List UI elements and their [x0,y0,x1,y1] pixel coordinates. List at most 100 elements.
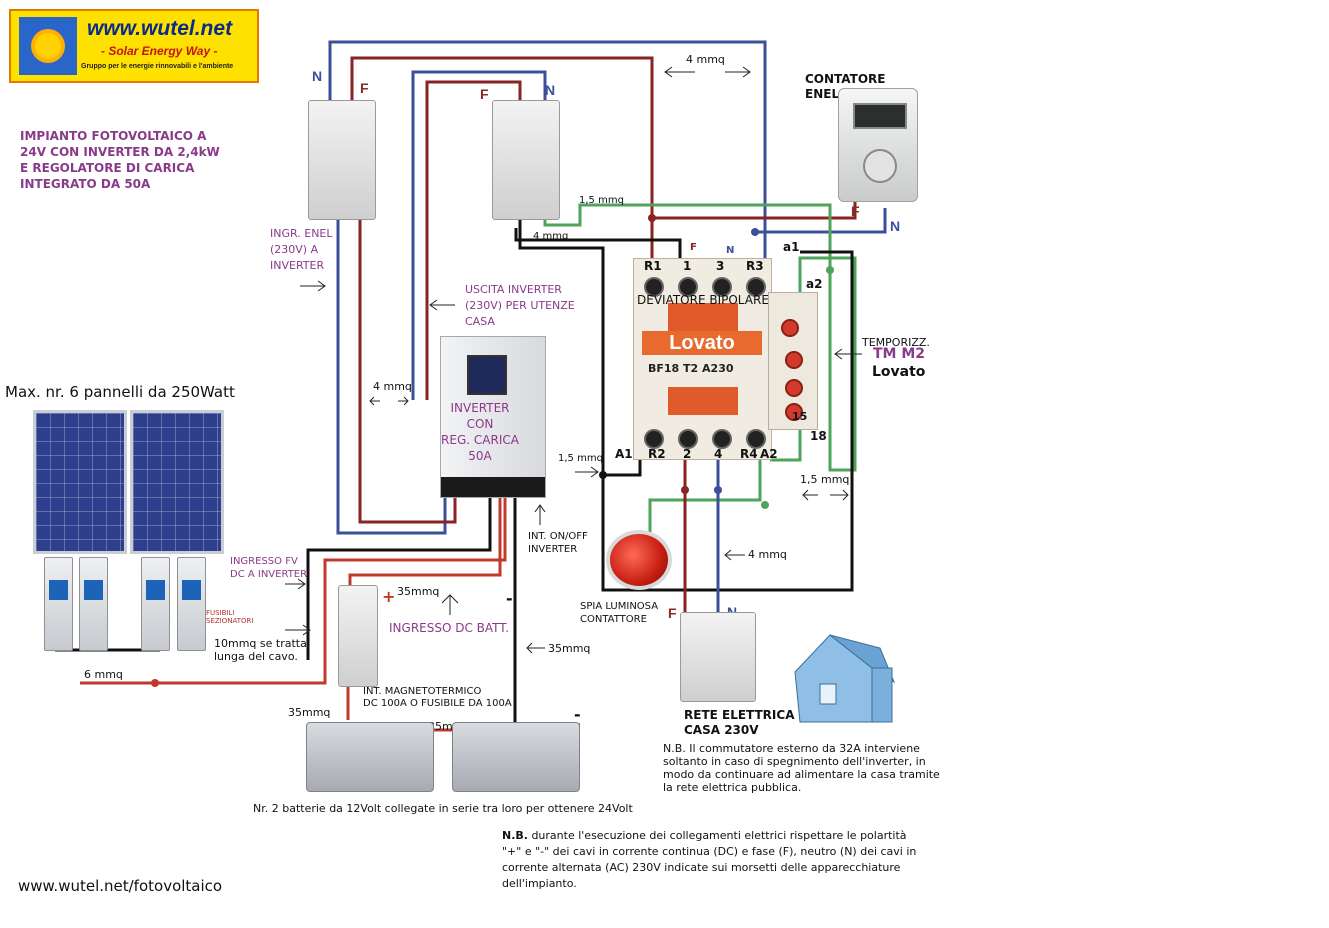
wire-phase-inv [425,80,522,400]
wire-phase-top [350,56,654,262]
int-onoff-label: INT. ON/OFF INVERTER [528,530,588,556]
fuse-holder [141,557,170,651]
deviatore-label: DEVIATORE BIPOLARE [637,293,769,307]
wire-size-label: 4 mmq [533,231,569,242]
timer-knob [781,319,799,337]
terminal-screw [678,277,698,297]
nb-line: la rete elettrica pubblica. [663,781,802,794]
breaker-inverter-out [492,100,560,220]
wire-neutral-enel [755,208,887,234]
arrow-right-icon [300,280,326,292]
wire-pv-red [80,495,507,685]
int-magneto-line: INT. MAGNETOTERMICO [363,686,482,697]
nb-head: N.B. [502,829,528,842]
house-icon [794,634,896,723]
mmq10-line: lunga del cavo. [214,650,298,663]
inverter-line: 50A [468,449,492,463]
breaker-enel [308,100,376,220]
pannelli-label: Max. nr. 6 pannelli da 250Watt [5,383,235,401]
terminal-a1-timer: a1 [783,240,800,254]
contactor-band [668,303,738,331]
fuse-body [182,580,201,600]
int-onoff-line: INVERTER [528,544,578,555]
temporizz-label: TEMPORIZZ. [862,336,930,349]
label-f: F [851,203,860,219]
ingresso-fv-label: INGRESSO FV DC A INVERTER [230,555,307,581]
inverter [440,336,546,498]
contatore-label: CONTATORE ENEL [805,72,885,102]
indicator-lamp [606,530,672,590]
ingr-enel-label: INGR. ENEL (230V) A INVERTER [270,226,333,274]
label-n: N [890,218,901,234]
contactor-model: BF18 T2 A230 [648,362,734,375]
arrow-right-icon [398,396,409,406]
arrow-right-icon [575,466,599,478]
wire-size-label: 1,5 mmq [800,473,850,486]
spia-line: CONTATTORE [580,614,647,625]
plus-sign: + [382,587,396,606]
terminal-2: 2 [683,447,692,461]
uscita-line: CASA [465,315,495,328]
wire-size-label: 6 mmq [84,668,123,681]
label-f-small: F [690,242,697,253]
fuse-body [146,580,165,600]
junction-dot [761,501,769,509]
terminal-screw [746,429,766,449]
terminal-screw [712,277,732,297]
mmq10-line: 10mmq se tratta [214,637,307,650]
house-breaker [680,612,756,702]
wire-size-label: 35mmq [288,706,331,719]
lovato-label: Lovato [872,364,926,380]
terminal-screw [644,277,664,297]
footer-url[interactable]: www.wutel.net/fotovoltaico [18,877,223,895]
nb-line: modo da continuare ad alimentare la casa… [663,768,940,781]
fuse-holder [44,557,73,651]
enel-meter [838,88,918,202]
terminal-3: 3 [716,259,725,273]
logo-tagline: - Solar Energy Way - [101,44,218,58]
inverter-label: INVERTER CON REG. CARICA 50A [440,400,520,464]
tm-m2-label: TM M2 [873,346,926,362]
junction-dot [826,266,834,274]
contatore-line: ENEL [805,87,840,101]
terminal-r3: R3 [746,259,764,273]
inverter-base [441,477,545,497]
nb-polarita: N.B. durante l'esecuzione dei collegamen… [502,828,916,892]
terminal-screw [678,429,698,449]
junction-dot [751,228,759,236]
terminal-1: 1 [683,259,692,273]
nb-line: N.B. Il commutatore esterno da 32A inter… [663,742,920,755]
wire-size-label: 35mmq [548,642,591,655]
arrow-left-icon [802,489,818,501]
label-n: N [545,82,556,98]
timer-relay [768,292,818,430]
contatore-line: CONTATORE [805,72,886,86]
fuse-holder [79,557,108,651]
lovato-badge: Lovato [642,331,762,355]
ingresso-fv-line: INGRESSO FV [230,556,298,567]
wire-size-label: 4 mmq [686,53,725,66]
minus-sign: - [506,589,513,608]
terminal-screw [746,277,766,297]
junction-dot [648,214,656,222]
arrow-up-icon [441,594,459,615]
wire-size-label: 35mmq [397,585,440,598]
fuse-body [49,580,68,600]
arrow-right-icon [725,66,751,78]
title-line: 24V CON INVERTER DA 2,4kW [20,145,220,159]
ingresso-fv-line: DC A INVERTER [230,569,308,580]
rete-label: RETE ELETTRICA CASA 230V [684,708,794,738]
arrow-up-icon [534,504,546,525]
wire-neutral-inv [411,70,547,400]
wire-green-lamp [648,460,762,535]
arrow-right-icon [285,624,311,636]
nb-text: durante l'esecuzione dei collegamenti el… [527,829,907,842]
wutel-logo: www.wutel.net - Solar Energy Way - Grupp… [9,9,259,83]
junction-dot [681,486,689,494]
fuse-holder [177,557,206,651]
meter-knob [863,149,897,183]
ingr-enel-line: INVERTER [270,259,325,272]
contactor-band [668,387,738,415]
label-f: F [668,605,677,621]
